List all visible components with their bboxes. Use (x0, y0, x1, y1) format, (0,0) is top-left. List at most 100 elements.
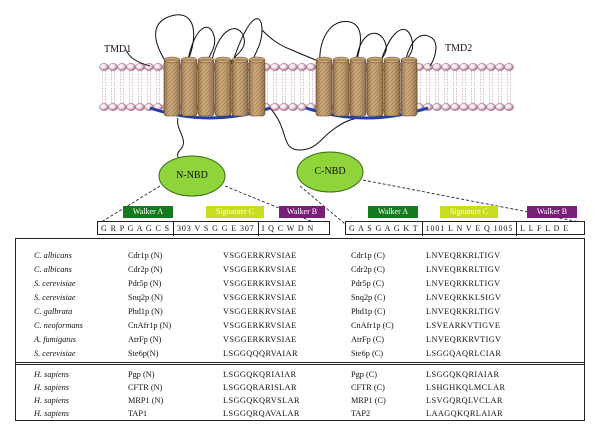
n-sequence-cell: VSGGERKRVSIAE (223, 321, 297, 330)
n-protein-cell: Cdr2p (N) (128, 265, 163, 274)
lipid-head (288, 103, 298, 111)
n-nbd-domain (158, 155, 226, 197)
species-cell: A. fumigatus (34, 335, 76, 344)
c-sequence-cell: LNVEQRKRVTIGV (426, 335, 502, 344)
lipid-head (504, 103, 514, 111)
c-protein-cell: Pdr5p (C) (351, 279, 384, 288)
c-protein-cell: AtrFp (C) (351, 335, 384, 344)
n-sequence-cell: LSGGQKQRIAIAR (223, 370, 297, 379)
species-cell: H. sapiens (34, 370, 70, 379)
lipid-head (432, 103, 442, 111)
c-sequence-cell: LSHGHKQLMCLAR (426, 383, 506, 392)
c-sequence-cell: LSVEARKVTIGVE (426, 321, 501, 330)
lipid-head (99, 63, 109, 71)
n-sequence-cell: LSGGQKQRVSLAR (223, 396, 300, 405)
c-signature-c-tag: Signature C (440, 206, 498, 218)
species-cell: H. sapiens (34, 383, 70, 392)
n-protein-cell: Pgp (N) (128, 370, 155, 379)
c-walker-a-seq: G A S G A G K T (349, 224, 419, 233)
lipid-head (468, 103, 478, 111)
lipid-head (126, 103, 136, 111)
c-nbd-label: C-NBD (314, 166, 346, 177)
c-sequence-cell: LNVEQRKRLTIGV (426, 307, 501, 316)
table-row: H. sapiens Pgp (N) LSGGQKQRIAIAR Pgp (C) LSG… (16, 369, 584, 381)
lipid-head (468, 63, 478, 71)
c-protein-cell: Snq2p (C) (351, 293, 386, 302)
n-protein-cell: Cdr1p (N) (128, 251, 163, 260)
table-group-divider-2 (16, 364, 584, 365)
n-sequence-cell: LSGGQRARISLAR (223, 383, 297, 392)
lipid-head (441, 103, 451, 111)
lipid-head (99, 103, 109, 111)
c-sequence-cell: LSVGQRQLVCLAR (426, 396, 503, 405)
n-sequence-cell: LSGGQQQRVAIAR (223, 349, 298, 358)
tmd1-helices (163, 56, 266, 117)
c-protein-cell: CnAfr1p (C) (351, 321, 394, 330)
species-cell: C. albicans (34, 265, 72, 274)
species-cell: H. sapiens (34, 409, 70, 418)
species-cell: S. cerevisiae (34, 349, 76, 358)
c-sequence-cell: LSGGQKQRIAIAR (426, 370, 500, 379)
n-signature-seq: 303 V S G G E 307 (177, 224, 255, 233)
lipid-head (459, 103, 469, 111)
n-walker-a-tag: Walker A (123, 206, 173, 218)
n-nbd-label: N-NBD (176, 170, 208, 181)
lipid-head (297, 103, 307, 111)
lipid-head (270, 63, 280, 71)
c-nbd-domain (296, 151, 364, 193)
lipid-head (504, 63, 514, 71)
n-motif-sequence-box: G R P G A G C S 303 V S G G E 307 I Q C W … (97, 221, 330, 236)
lipid-head (153, 63, 163, 71)
c-protein-cell: MRP1 (C) (351, 396, 386, 405)
n-sequence-cell: LSGGQRQAVALAR (223, 409, 300, 418)
species-cell: S. cerevisiae (34, 293, 76, 302)
lipid-head (117, 103, 127, 111)
n-sequence-cell: VSGGERKRVSIAE (223, 293, 297, 302)
species-cell: C. galbrata (34, 307, 73, 316)
species-cell: C. albicans (34, 251, 72, 260)
n-protein-cell: CnAfr1p (N) (128, 321, 172, 330)
lipid-head (495, 103, 505, 111)
lipid-head (441, 63, 451, 71)
n-walker-b-tag: Walker B (279, 206, 325, 218)
n-protein-cell: CFTR (N) (128, 383, 163, 392)
transporter-topology-diagram (97, 14, 581, 225)
n-protein-cell: Pdr5p (N) (128, 279, 162, 288)
n-sequence-cell: VSGGERKRVSIAE (223, 307, 297, 316)
n-walker-b-seq: I Q C W D N (261, 224, 315, 233)
species-cell: H. sapiens (34, 396, 70, 405)
c-walker-b-tag: Walker B (527, 206, 577, 218)
lipid-tail-region (98, 70, 516, 104)
lipid-head (432, 63, 442, 71)
lipid-head (459, 63, 469, 71)
tmd2-label: TMD2 (445, 43, 473, 54)
membrane-outer-leaflet (99, 63, 514, 71)
c-protein-cell: Pgp (C) (351, 370, 378, 379)
lipid-head (477, 63, 487, 71)
c-sequence-cell: LAAGQKQRLAIAR (426, 409, 504, 418)
species-cell: C. neoformans (34, 321, 83, 330)
lipid-head (297, 63, 307, 71)
n-sequence-cell: VSGGERKRVSIAE (223, 265, 297, 274)
tmd2-helices (315, 56, 418, 117)
c-protein-cell: Cdr2p (C) (351, 265, 385, 274)
lipid-head (450, 103, 460, 111)
lipid-head (108, 103, 118, 111)
tmd1-label: TMD1 (104, 44, 132, 55)
c-protein-cell: Phd1p (C) (351, 307, 386, 316)
lipid-head (126, 63, 136, 71)
lipid-head (477, 103, 487, 111)
motif-connectors (97, 179, 581, 225)
species-cell: S. cerevisiae (34, 279, 76, 288)
n-protein-cell: Ste6p(N) (128, 349, 159, 358)
lipid-head (450, 63, 460, 71)
n-walker-a-seq: G R P G A G C S (101, 224, 170, 233)
lipid-head (279, 63, 289, 71)
n-sequence-cell: VSGGERKRVSIAE (223, 335, 297, 344)
